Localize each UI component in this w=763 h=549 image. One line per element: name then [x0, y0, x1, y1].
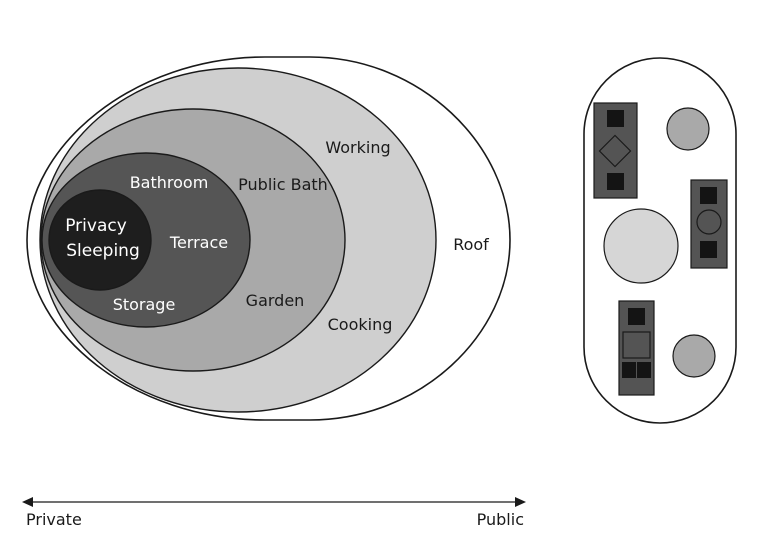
module-unit-1: [593, 102, 638, 199]
axis-label-private: Private: [26, 510, 82, 529]
module-unit-3: [618, 300, 655, 396]
module-layout-plan: [583, 57, 737, 424]
label-bathroom: Bathroom: [130, 173, 209, 192]
label-roof: Roof: [453, 235, 489, 254]
arrow-right-icon: [515, 497, 526, 507]
axis-label-public: Public: [477, 510, 524, 529]
circle-large: [603, 208, 679, 284]
label-public-bath: Public Bath: [238, 175, 328, 194]
label-sleeping: Sleeping: [66, 241, 140, 261]
label-working: Working: [325, 138, 390, 157]
circle-top: [666, 107, 710, 151]
label-terrace: Terrace: [169, 233, 228, 252]
circle-marker: [696, 209, 722, 235]
label-cooking: Cooking: [328, 315, 393, 334]
circle-bottom: [672, 334, 716, 378]
label-privacy: Privacy: [65, 216, 127, 236]
arrow-left-icon: [22, 497, 33, 507]
module-unit-2: [690, 179, 728, 269]
label-storage: Storage: [113, 295, 176, 314]
square-marker: [622, 331, 651, 359]
privacy-axis: Private Public: [22, 497, 526, 529]
privacy-zoning-diagram: Privacy Sleeping Bathroom Terrace Storag…: [26, 56, 511, 421]
core-zone: [48, 189, 152, 291]
label-garden: Garden: [246, 291, 305, 310]
diamond-marker: [598, 134, 632, 168]
